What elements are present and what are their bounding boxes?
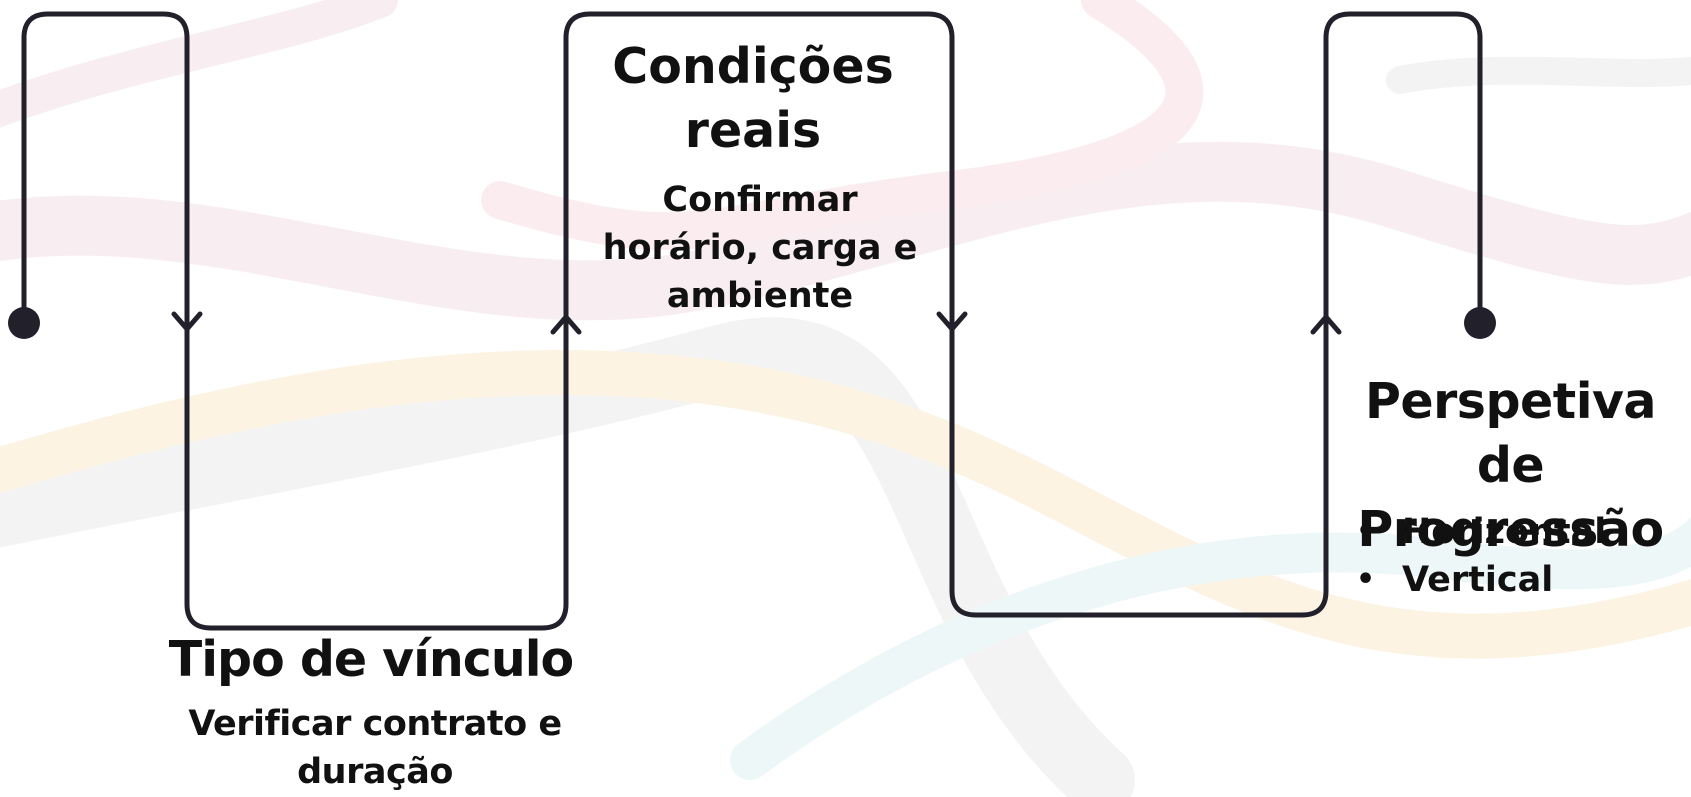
start-dot-icon [8, 307, 40, 339]
arrow-down-icon [171, 311, 203, 332]
step-2-title: Condições reais [612, 38, 894, 159]
arrow-up-icon [550, 314, 582, 335]
swirl-teal [730, 516, 1691, 780]
swirl-gray [0, 317, 1135, 797]
arrow-down-icon [936, 311, 968, 332]
step-2-description: Confirmar horário, carga e ambiente [602, 180, 918, 316]
step-3-bullet-list: •Horizontal •Vertical [1346, 508, 1606, 604]
flow-connector-line [21, 11, 1483, 631]
arrow-up-icon [1310, 314, 1342, 335]
swirl-pink-left [0, 0, 398, 128]
bullet-horizontal-label: Horizontal [1402, 512, 1607, 552]
bullet-vertical: •Vertical [1356, 560, 1554, 600]
bullet-vertical-label: Vertical [1402, 560, 1554, 600]
end-dot-icon [1464, 307, 1496, 339]
step-3-title: Perspetiva de Progressão [1357, 373, 1664, 558]
swirl-pink [0, 141, 1691, 321]
swirl-gray-top [1386, 56, 1691, 94]
step-1-title: Tipo de vínculo [168, 631, 574, 688]
swirl-yellow [0, 350, 1691, 659]
step-1-description: Verificar contrato e duração [188, 704, 562, 792]
bullet-horizontal: •Horizontal [1356, 512, 1607, 552]
